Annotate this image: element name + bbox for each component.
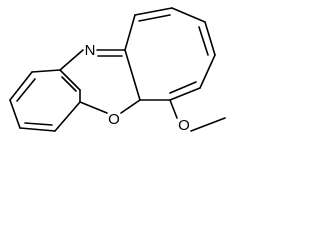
bond-c-o-left xyxy=(79,101,108,114)
bond-ring7-4 xyxy=(204,21,216,56)
nitrogen-label: N xyxy=(85,42,96,59)
methoxy-oxygen-label: O xyxy=(178,117,190,134)
cycloheptatriene-ring xyxy=(124,7,216,101)
bond-c-n xyxy=(59,49,84,71)
chemical-structure: N O O xyxy=(9,7,226,134)
bond-benzene-5 xyxy=(19,127,56,132)
bond-benzene-1 xyxy=(59,69,81,91)
methoxy-group xyxy=(169,99,226,132)
bond-benzene-5-inner xyxy=(24,122,53,126)
bond-benzene-4 xyxy=(9,99,21,129)
bond-ring7-3 xyxy=(171,7,206,23)
bond-benzene-1-inner xyxy=(61,76,77,92)
bond-ring7-6 xyxy=(169,87,201,101)
oxazine-ring xyxy=(59,49,141,114)
benzene-ring xyxy=(9,69,81,132)
bond-ring7-2-inner xyxy=(138,14,171,22)
bond-ring7-6-inner xyxy=(169,81,197,94)
bond-benzene-2 xyxy=(31,69,61,73)
bond-ring7-1 xyxy=(124,14,136,51)
bond-ring7-4-inner xyxy=(198,26,209,56)
bond-o-c-right xyxy=(120,99,141,114)
bond-benzene-3-inner xyxy=(16,78,36,102)
bond-c-methoxy-o xyxy=(169,99,178,119)
bond-benzene-6 xyxy=(54,101,81,132)
bond-fusion-right xyxy=(124,49,141,101)
bond-benzene-3 xyxy=(9,71,33,101)
ring-oxygen-label: O xyxy=(108,111,120,128)
bond-ring7-5 xyxy=(199,54,216,89)
bond-o-methyl xyxy=(190,117,226,132)
bond-ring7-2 xyxy=(134,7,173,16)
